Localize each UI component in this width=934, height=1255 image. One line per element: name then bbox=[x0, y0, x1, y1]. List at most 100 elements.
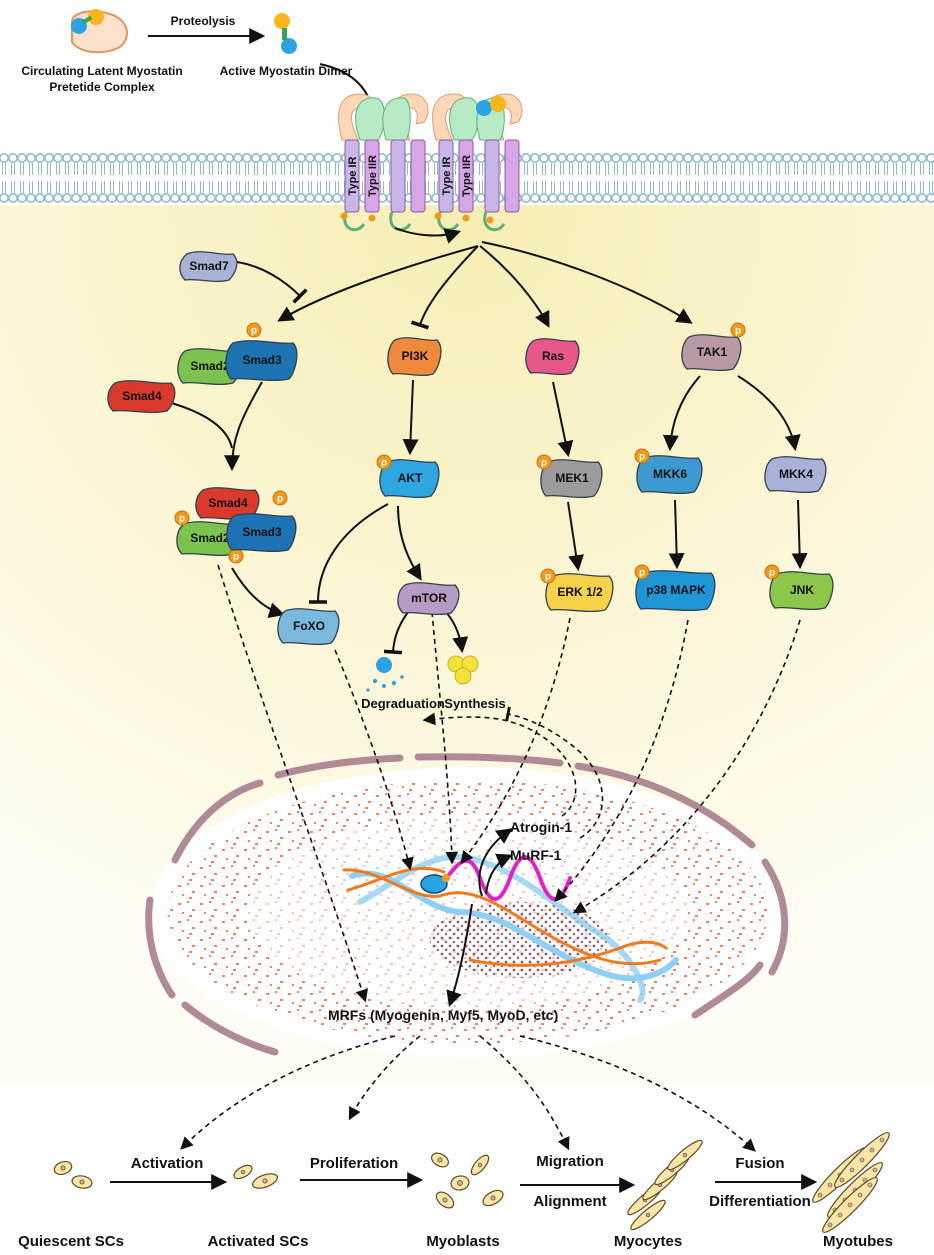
jnk: JNK p bbox=[764, 564, 834, 611]
phospho-icon bbox=[540, 568, 556, 584]
degradation-label: Degraduation bbox=[361, 696, 445, 711]
svg-text:p: p bbox=[233, 552, 239, 563]
svg-text:p: p bbox=[381, 458, 387, 469]
tak1-label: TAK1 bbox=[697, 345, 728, 359]
smad-bound-dna-icon bbox=[420, 874, 450, 894]
jnk-label: JNK bbox=[790, 583, 814, 597]
receptor-label: Type IIR bbox=[367, 155, 379, 197]
svg-text:p: p bbox=[545, 572, 551, 583]
smad23-to-complex-arrow bbox=[224, 381, 263, 472]
smad-to-foxo-arrow bbox=[231, 567, 286, 618]
svg-text:p: p bbox=[639, 568, 645, 579]
smad3: Smad3 p bbox=[225, 322, 298, 382]
svg-text:p: p bbox=[541, 458, 547, 469]
mek1-to-erk-arrow bbox=[567, 501, 584, 572]
smad4-complex: Smad4 bbox=[195, 487, 260, 521]
myogenesis-step-label: Proliferation bbox=[310, 1155, 398, 1172]
pi3k-to-akt-arrow bbox=[402, 379, 419, 456]
myogenesis-step-label: Migration bbox=[536, 1153, 604, 1170]
pi3k: PI3K bbox=[387, 337, 442, 377]
mtor-to-synthesis-arrow bbox=[445, 611, 469, 654]
active-myostatin-dimer-icon bbox=[274, 13, 297, 54]
proteolysis-label: Proteolysis bbox=[171, 14, 236, 28]
erk-label: ERK 1/2 bbox=[557, 585, 603, 599]
degradation-icon bbox=[366, 657, 404, 692]
akt-to-foxo-inhibition bbox=[308, 503, 389, 604]
myogenesis-step-label: Fusion bbox=[735, 1155, 784, 1172]
ras-label: Ras bbox=[542, 349, 564, 363]
smad2-label: Smad2 bbox=[190, 359, 230, 373]
smad7: Smad7 bbox=[179, 251, 238, 283]
receptor-complex-inactive bbox=[338, 93, 429, 232]
svg-text:p: p bbox=[277, 494, 283, 505]
murf-label: MuRF-1 bbox=[510, 847, 562, 863]
latent-complex-label-1: Circulating Latent Myostatin bbox=[21, 64, 182, 78]
tak1-to-mkk4-arrow bbox=[737, 375, 801, 452]
mkk6-to-p38-arrow bbox=[668, 499, 685, 570]
mkk4-to-jnk-arrow bbox=[791, 499, 808, 570]
cell-stage-label: Activated SCs bbox=[208, 1233, 309, 1250]
akt-label: AKT bbox=[398, 471, 423, 485]
phospho-icon bbox=[634, 448, 650, 464]
cell-stage-label: Myoblasts bbox=[426, 1233, 499, 1250]
receptor-complex-active bbox=[432, 93, 523, 232]
receptor-branch-arrows bbox=[277, 241, 693, 330]
phospho-icon bbox=[376, 454, 392, 470]
phospho-icon bbox=[536, 454, 552, 470]
mtor-to-degradation-inhibition bbox=[383, 611, 409, 655]
smad4-label: Smad4 bbox=[122, 389, 162, 403]
pi3k-label: PI3K bbox=[402, 349, 429, 363]
smad4-join-line bbox=[167, 401, 233, 449]
phospho-icon bbox=[174, 510, 190, 526]
smad3-label: Smad3 bbox=[242, 353, 282, 367]
foxo: FoXO bbox=[277, 608, 340, 646]
mrf-output-arrows bbox=[180, 1035, 756, 1152]
cell-stage-label: Quiescent SCs bbox=[18, 1233, 124, 1250]
ras-to-mek1-arrow bbox=[552, 381, 574, 458]
foxo-label: FoXO bbox=[293, 619, 325, 633]
synthesis-icon bbox=[447, 655, 479, 685]
smad4-complex-label: Smad4 bbox=[208, 496, 248, 510]
myogenesis-step-label: Differentiation bbox=[709, 1193, 811, 1210]
mtor-label: mTOR bbox=[411, 591, 447, 605]
phospho-icon bbox=[272, 490, 288, 506]
svg-text:p: p bbox=[251, 326, 257, 337]
svg-text:p: p bbox=[735, 326, 741, 337]
latent-complex-label-2: Pretetide Complex bbox=[49, 80, 155, 94]
mek1-label: MEK1 bbox=[555, 471, 589, 485]
cell-stage-label: Myotubes bbox=[823, 1233, 893, 1250]
receptor-label: Type IIR bbox=[461, 155, 473, 197]
dashed-signal-arrows bbox=[217, 564, 801, 1003]
receptor-label: Type IR bbox=[347, 156, 359, 195]
svg-text:p: p bbox=[769, 568, 775, 579]
gene-expression-arrows bbox=[446, 828, 513, 1008]
ras: Ras bbox=[525, 338, 580, 376]
phospho-icon bbox=[764, 564, 780, 580]
erk: ERK 1/2 p bbox=[540, 568, 614, 613]
synthesis-label: Synthesis bbox=[444, 696, 505, 711]
smad3-complex-label: Smad3 bbox=[242, 525, 282, 539]
phospho-icon bbox=[634, 564, 650, 580]
mkk6-label: MKK6 bbox=[653, 467, 687, 481]
latent-myostatin-complex-icon bbox=[71, 9, 128, 54]
p38-mapk-label: p38 MAPK bbox=[646, 583, 706, 597]
active-dimer-label: Active Myostatin Dimer bbox=[220, 64, 353, 78]
tak1: TAK1 p bbox=[681, 322, 746, 372]
cell-stage-label: Myocytes bbox=[614, 1233, 682, 1250]
akt-to-mtor-arrow bbox=[397, 505, 422, 581]
myogenesis-step-label: Alignment bbox=[533, 1193, 606, 1210]
svg-text:p: p bbox=[179, 514, 185, 525]
mtor: mTOR bbox=[397, 582, 460, 616]
atrogin-label: Atrogin-1 bbox=[510, 819, 572, 835]
smad7-label: Smad7 bbox=[189, 259, 229, 273]
phospho-icon bbox=[730, 322, 746, 338]
smad7-inhibition bbox=[236, 261, 308, 304]
smad3-complex: Smad3 p bbox=[226, 490, 297, 553]
smad4: Smad4 bbox=[107, 380, 176, 414]
phospho-icon bbox=[246, 322, 262, 338]
